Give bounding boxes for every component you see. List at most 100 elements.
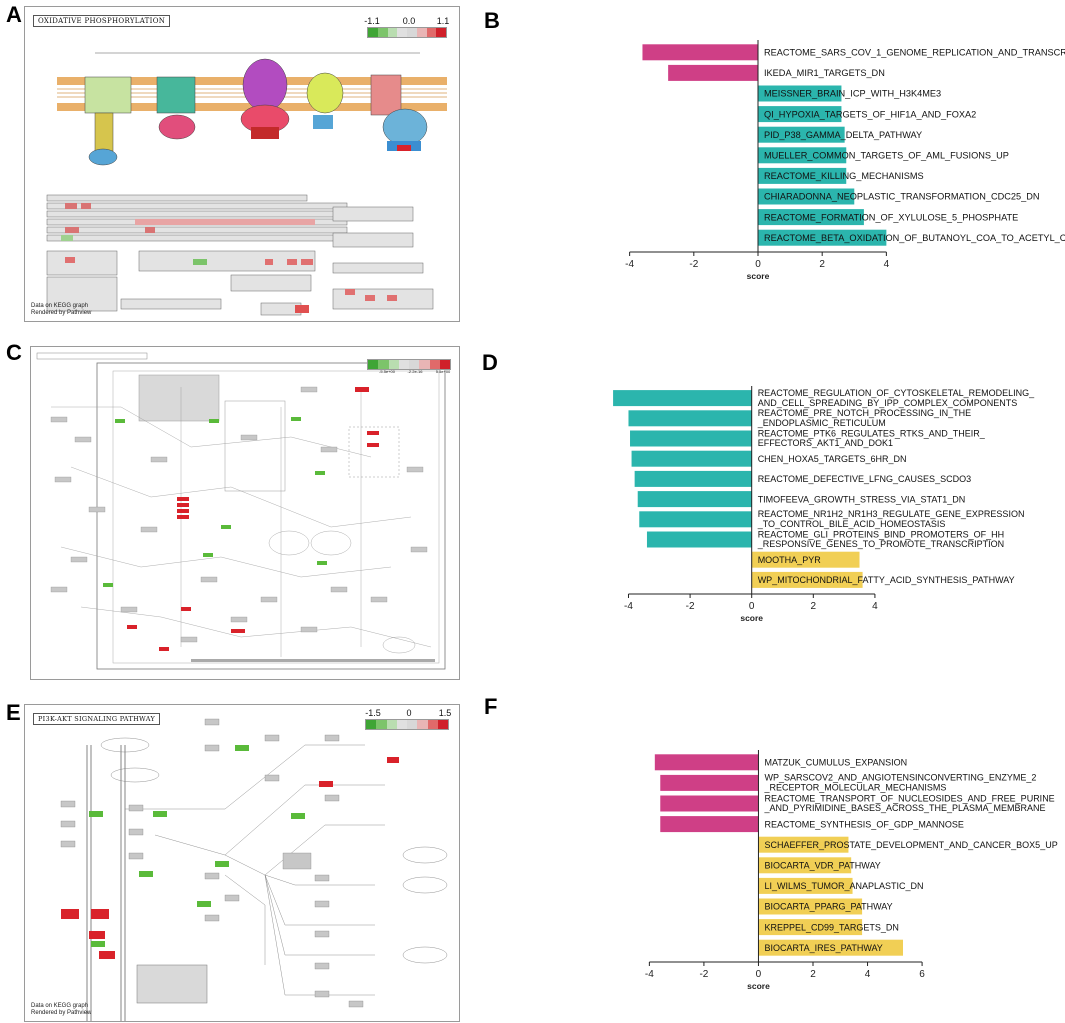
- bar: [628, 410, 752, 427]
- x-tick-label: 6: [919, 969, 925, 980]
- bar-label: MUELLER_COMMON_TARGETS_OF_AML_FUSIONS_UP: [764, 151, 1009, 161]
- colorbar-tick-max: 1.1: [436, 16, 450, 26]
- x-tick-label: 4: [865, 969, 871, 980]
- colorbar-tick-mid: 0.0: [402, 16, 416, 26]
- x-tick-label: -2: [686, 601, 695, 612]
- x-tick-label: -4: [625, 259, 634, 270]
- bar-label: SCHAEFFER_PROSTATE_DEVELOPMENT_AND_CANCE…: [764, 840, 1057, 850]
- bar-label: CHEN_HOXA5_TARGETS_6HR_DN: [758, 454, 907, 464]
- panel-label-e: E: [6, 700, 21, 725]
- bar: [758, 106, 842, 123]
- bar: [668, 64, 758, 81]
- colorbar-tick-max: 1.5: [438, 708, 452, 718]
- bar: [758, 85, 842, 102]
- bar: [751, 551, 860, 568]
- colorbar-tick-min: -1.1: [364, 16, 380, 26]
- bar: [758, 188, 855, 205]
- bar: [613, 390, 752, 407]
- bar-label: WP_MITOCHONDRIAL_FATTY_ACID_SYNTHESIS_PA…: [758, 575, 1015, 585]
- panel-label-b: B: [484, 8, 500, 33]
- complex-i-icon: [84, 76, 132, 166]
- bar: [660, 816, 759, 833]
- footer-line-2: Rendered by Pathview: [31, 1010, 92, 1016]
- bar-label: BIOCARTA_IRES_PATHWAY: [764, 943, 882, 953]
- gene-table-complexes: [46, 206, 434, 316]
- bar: [758, 836, 849, 853]
- bar-label: REACTOME_KILLING_MECHANISMS: [764, 171, 924, 181]
- x-tick-label: 0: [749, 601, 755, 612]
- bar-label: KREPPEL_CD99_TARGETS_DN: [764, 922, 898, 932]
- bar-chart-d: REACTOME_REGULATION_OF_CYTOSKELETAL_REMO…: [610, 386, 1050, 638]
- x-tick-label: 0: [755, 259, 761, 270]
- chart-svg-d: REACTOME_REGULATION_OF_CYTOSKELETAL_REMO…: [613, 386, 1035, 623]
- bar-label: REACTOME_REGULATION_OF_CYTOSKELETAL_REMO…: [758, 388, 1035, 408]
- pathway-title: OXIDATIVE PHOSPHORYLATION: [33, 15, 171, 27]
- bar-label: REACTOME_DEFECTIVE_LFNG_CAUSES_SCDO3: [758, 474, 971, 484]
- bar-label: MOOTHA_PYR: [758, 555, 822, 565]
- chart-svg-f: MATZUK_CUMULUS_EXPANSIONWP_SARSCOV2_AND_…: [645, 750, 1058, 991]
- bar: [758, 919, 863, 936]
- bar: [630, 430, 752, 447]
- bar: [639, 511, 752, 528]
- bar-label: REACTOME_PTK6_REGULATES_RTKS_AND_THEIR_E…: [758, 428, 986, 448]
- bar: [660, 774, 759, 791]
- bar: [751, 571, 863, 588]
- bar-label: IKEDA_MIR1_TARGETS_DN: [764, 68, 885, 78]
- kegg-pathway-oxidative-phosphorylation: OXIDATIVE PHOSPHORYLATION -1.1 0.0 1.1: [24, 6, 460, 322]
- bar-label: REACTOME_TRANSPORT_OF_NUCLEOSIDES_AND_FR…: [763, 793, 1054, 813]
- pathway-diagram: [46, 52, 447, 316]
- x-axis-label: score: [747, 271, 770, 281]
- complex-ii-icon: [156, 76, 196, 140]
- bar-label: BIOCARTA_PPARG_PATHWAY: [764, 902, 892, 912]
- pathway-title: PI3K-AKT SIGNALING PATHWAY: [33, 713, 161, 725]
- bar-label: QI_HYPOXIA_TARGETS_OF_HIF1A_AND_FOXA2: [764, 109, 976, 119]
- colorbar-tick-min: -5.5e+00: [379, 369, 395, 374]
- x-axis-label: score: [747, 981, 770, 991]
- complex-iv-icon: [306, 72, 344, 129]
- colorbar-tick-min: -1.5: [365, 708, 381, 718]
- bar: [758, 229, 887, 246]
- chart-svg-b: REACTOME_SARS_COV_1_GENOME_REPLICATION_A…: [625, 40, 1065, 281]
- x-tick-label: -4: [645, 969, 654, 980]
- bar: [758, 126, 845, 143]
- x-tick-label: -2: [699, 969, 708, 980]
- bar-label: REACTOME_SARS_COV_1_GENOME_REPLICATION_A…: [764, 48, 1065, 58]
- bar: [642, 44, 758, 61]
- kegg-pathway-pi3k-akt: PI3K-AKT SIGNALING PATHWAY -1.5 0 1.5: [24, 704, 460, 1022]
- bar-label: WP_SARSCOV2_AND_ANGIOTENSINCONVERTING_EN…: [763, 773, 1036, 793]
- colorbar-legend: -5.5e+00 -2.2e-16 5.5e+00: [367, 359, 451, 374]
- pathway-diagram: [60, 718, 448, 1021]
- bar: [758, 147, 847, 164]
- panel-label-d: D: [482, 350, 498, 375]
- bar: [660, 795, 759, 812]
- bar: [758, 877, 853, 894]
- x-tick-label: 0: [756, 969, 762, 980]
- footer-line-1: Data on KEGG graph: [31, 1003, 89, 1009]
- bar: [758, 209, 864, 226]
- bar-label: REACTOME_BETA_OXIDATION_OF_BUTANOYL_COA_…: [764, 233, 1065, 243]
- bar-label: REACTOME_FORMATION_OF_XYLULOSE_5_PHOSPHA…: [764, 212, 1018, 222]
- bar-label: TIMOFEEVA_GROWTH_STRESS_VIA_STAT1_DN: [758, 494, 966, 504]
- colorbar-tick-mid: -2.2e-16: [407, 369, 423, 374]
- bar-label: REACTOME_PRE_NOTCH_PROCESSING_IN_THE_END…: [757, 408, 971, 428]
- colorbar-tick-max: 5.5e+00: [435, 369, 451, 374]
- bar-label: CHIARADONNA_NEOPLASTIC_TRANSFORMATION_CD…: [764, 192, 1040, 202]
- bar: [758, 939, 903, 956]
- bar-label: REACTOME_SYNTHESIS_OF_GDP_MANNOSE: [764, 819, 963, 829]
- footer-line-2: Rendered by Pathview: [31, 310, 92, 316]
- bar: [646, 531, 752, 548]
- bar: [758, 167, 847, 184]
- bar-label: REACTOME_GLI_PROTEINS_BIND_PROMOTERS_OF_…: [757, 529, 1004, 549]
- bar: [758, 898, 863, 915]
- bar: [631, 450, 752, 467]
- panel-label-c: C: [6, 340, 22, 365]
- complex-iii-icon: [240, 58, 290, 139]
- bar-label: PID_P38_GAMMA_DELTA_PATHWAY: [764, 130, 922, 140]
- panel-label-f: F: [484, 694, 498, 719]
- x-tick-label: 2: [811, 601, 817, 612]
- bar-chart-b: REACTOME_SARS_COV_1_GENOME_REPLICATION_A…: [620, 40, 1065, 300]
- bar-label: MEISSNER_BRAIN_ICP_WITH_H3K4ME3: [764, 89, 941, 99]
- x-tick-label: 2: [819, 259, 825, 270]
- colorbar-tick-mid: 0: [406, 708, 412, 718]
